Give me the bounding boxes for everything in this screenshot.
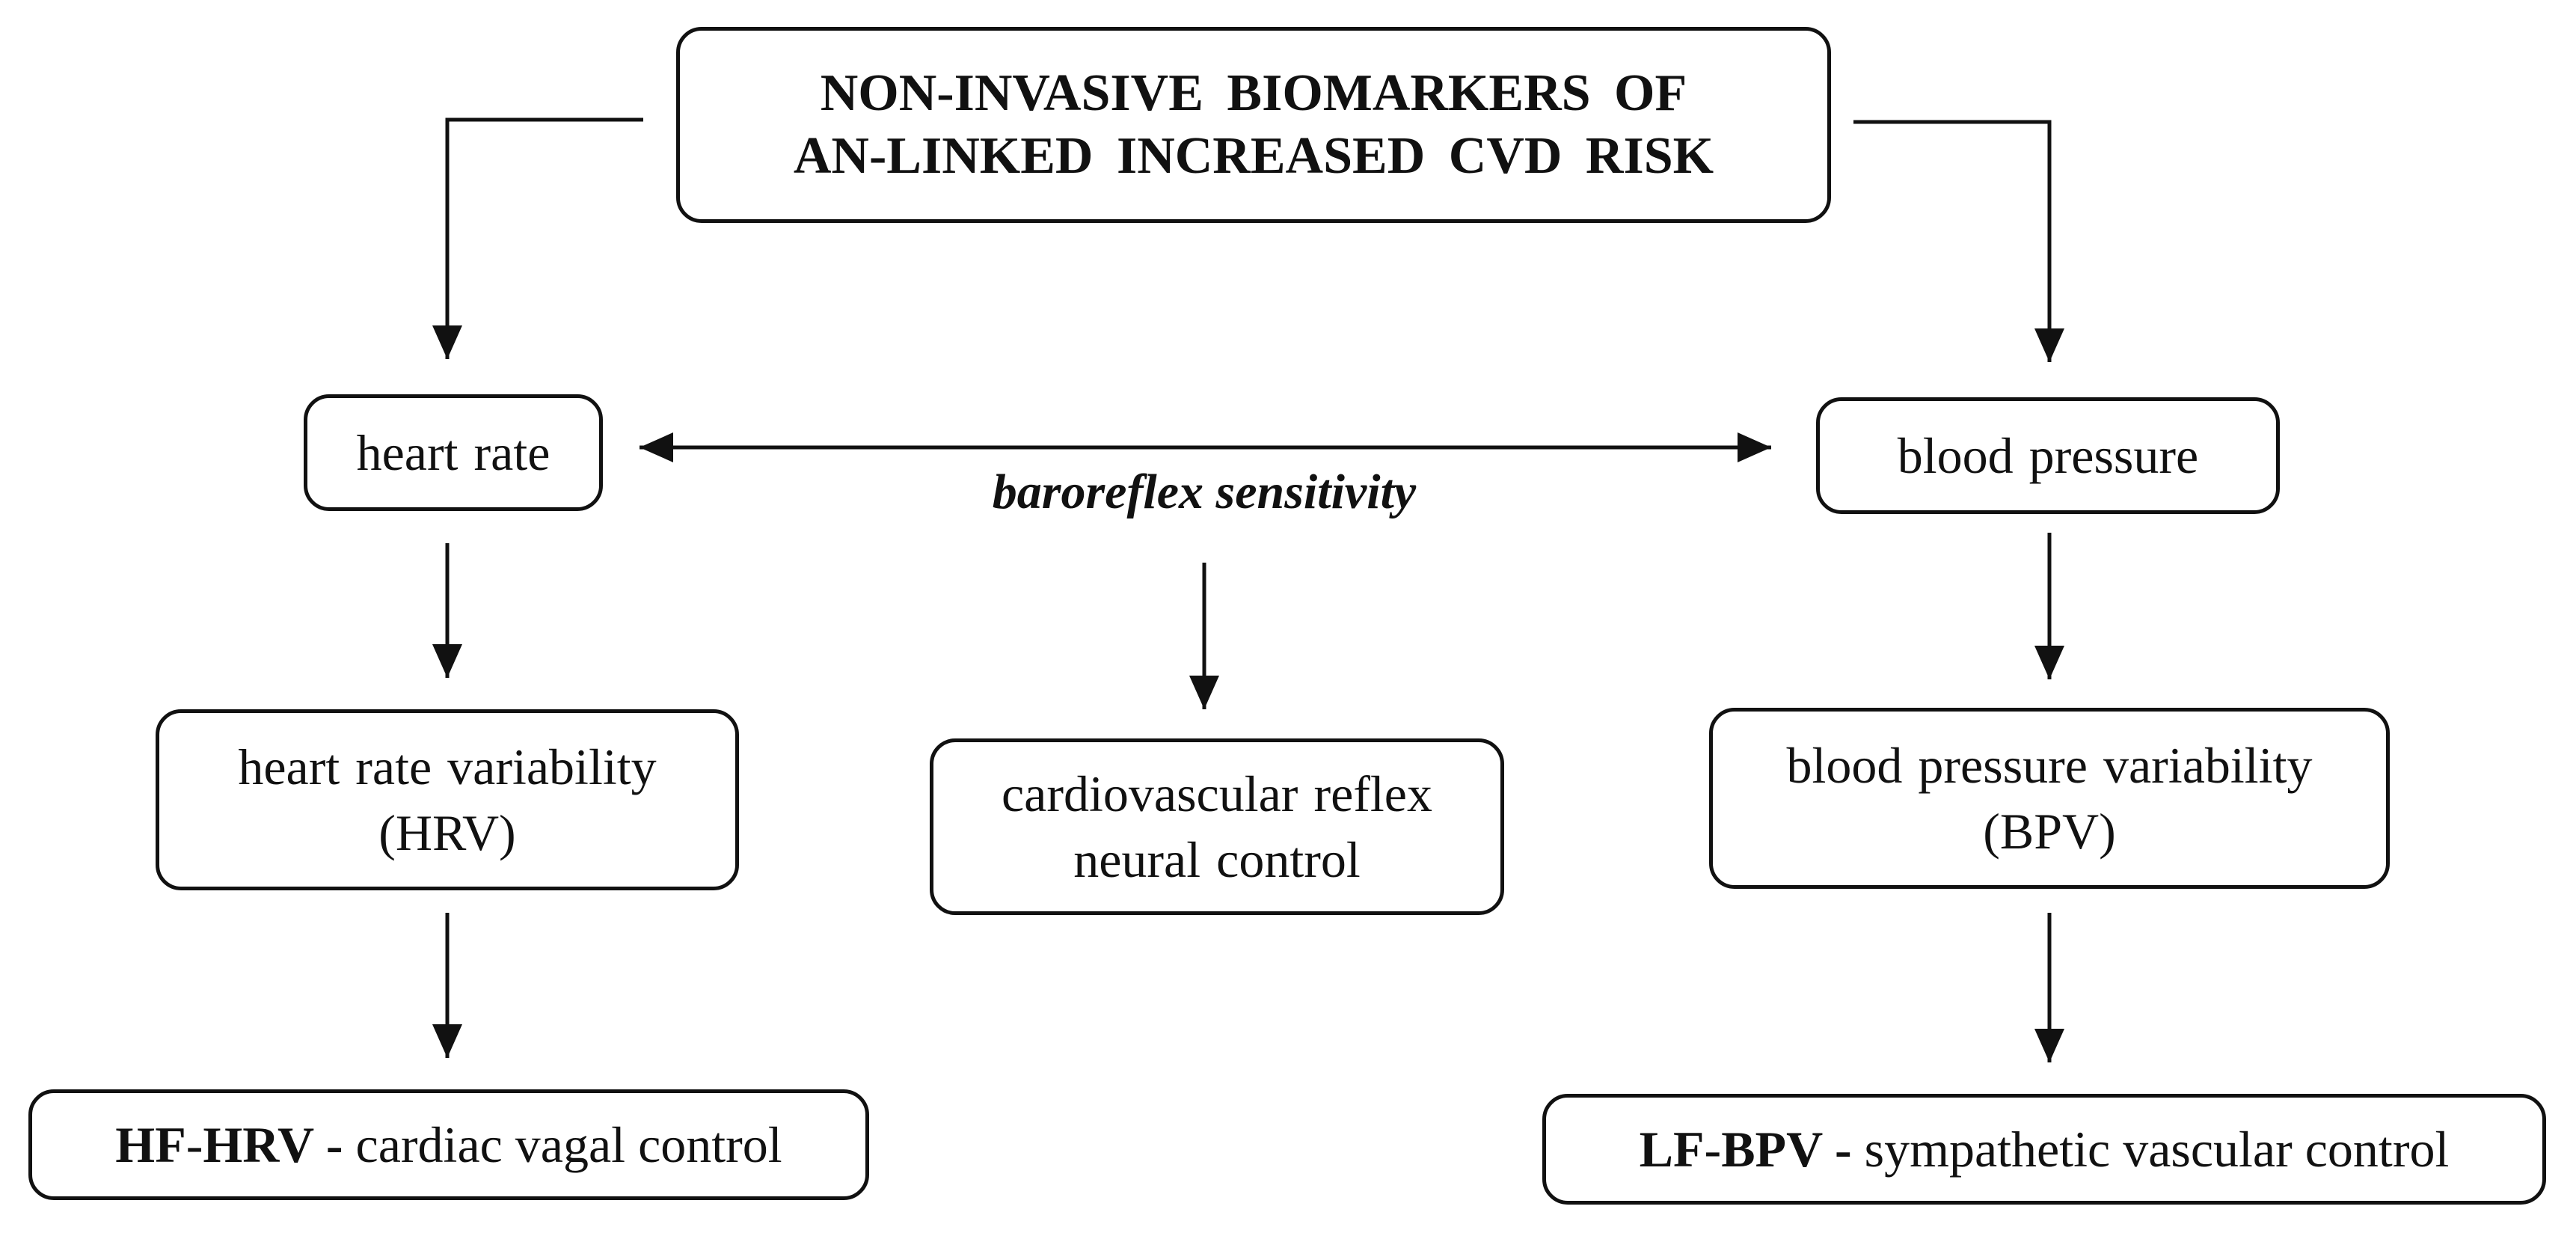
title-box: NON-INVASIVE BIOMARKERS OF AN-LINKED INC… <box>676 27 1831 223</box>
bpv-line-2: (BPV) <box>1983 803 2116 860</box>
hf-hrv-description: cardiac vagal control <box>355 1116 782 1173</box>
arrow-title-to-heart-rate <box>432 117 643 359</box>
lf-bpv-description: sympathetic vascular control <box>1864 1120 2450 1178</box>
title-line-2: AN-LINKED INCREASED CVD RISK <box>793 127 1714 185</box>
blood-pressure-box: blood pressure <box>1816 397 2280 514</box>
lf-label: LF <box>1639 1120 1705 1178</box>
blood-pressure-label: blood pressure <box>1897 426 2199 484</box>
hf-hrv-box: HF-HRV - cardiac vagal control <box>28 1089 869 1200</box>
baroreflex-sensitivity-label: baroreflex sensitivity <box>992 465 1417 519</box>
bpv-line-1: blood pressure variability <box>1786 736 2313 794</box>
hf-hrv-text: HF-HRV - cardiac vagal control <box>115 1116 782 1175</box>
heart-rate-label: heart rate <box>356 423 551 481</box>
hrv-line-1: heart rate variability <box>238 738 657 795</box>
bpv-term: BPV <box>1721 1120 1822 1178</box>
hf-hrv-separator: - <box>313 1116 356 1173</box>
hrv-box: heart rate variability (HRV) <box>156 709 739 890</box>
cardio-reflex-box: cardiovascular reflex neural control <box>930 738 1504 915</box>
hf-label: HF <box>115 1116 186 1173</box>
hrv-line-2: (HRV) <box>378 804 516 861</box>
lf-bpv-box: LF-BPV - sympathetic vascular control <box>1542 1094 2546 1205</box>
hf-hrv-dash: - <box>185 1116 203 1173</box>
arrow-title-to-blood-pressure <box>1853 120 2064 362</box>
cardio-line-1: cardiovascular reflex <box>1002 765 1432 822</box>
lf-bpv-separator: - <box>1821 1120 1865 1178</box>
title-line-1: NON-INVASIVE BIOMARKERS OF <box>820 64 1687 122</box>
heart-rate-box: heart rate <box>304 394 603 511</box>
bpv-box: blood pressure variability (BPV) <box>1709 708 2390 889</box>
lf-bpv-dash: - <box>1704 1120 1722 1178</box>
lf-bpv-text: LF-BPV - sympathetic vascular control <box>1640 1120 2450 1179</box>
cardio-line-2: neural control <box>1073 831 1361 888</box>
hrv-term: HRV <box>203 1116 313 1173</box>
